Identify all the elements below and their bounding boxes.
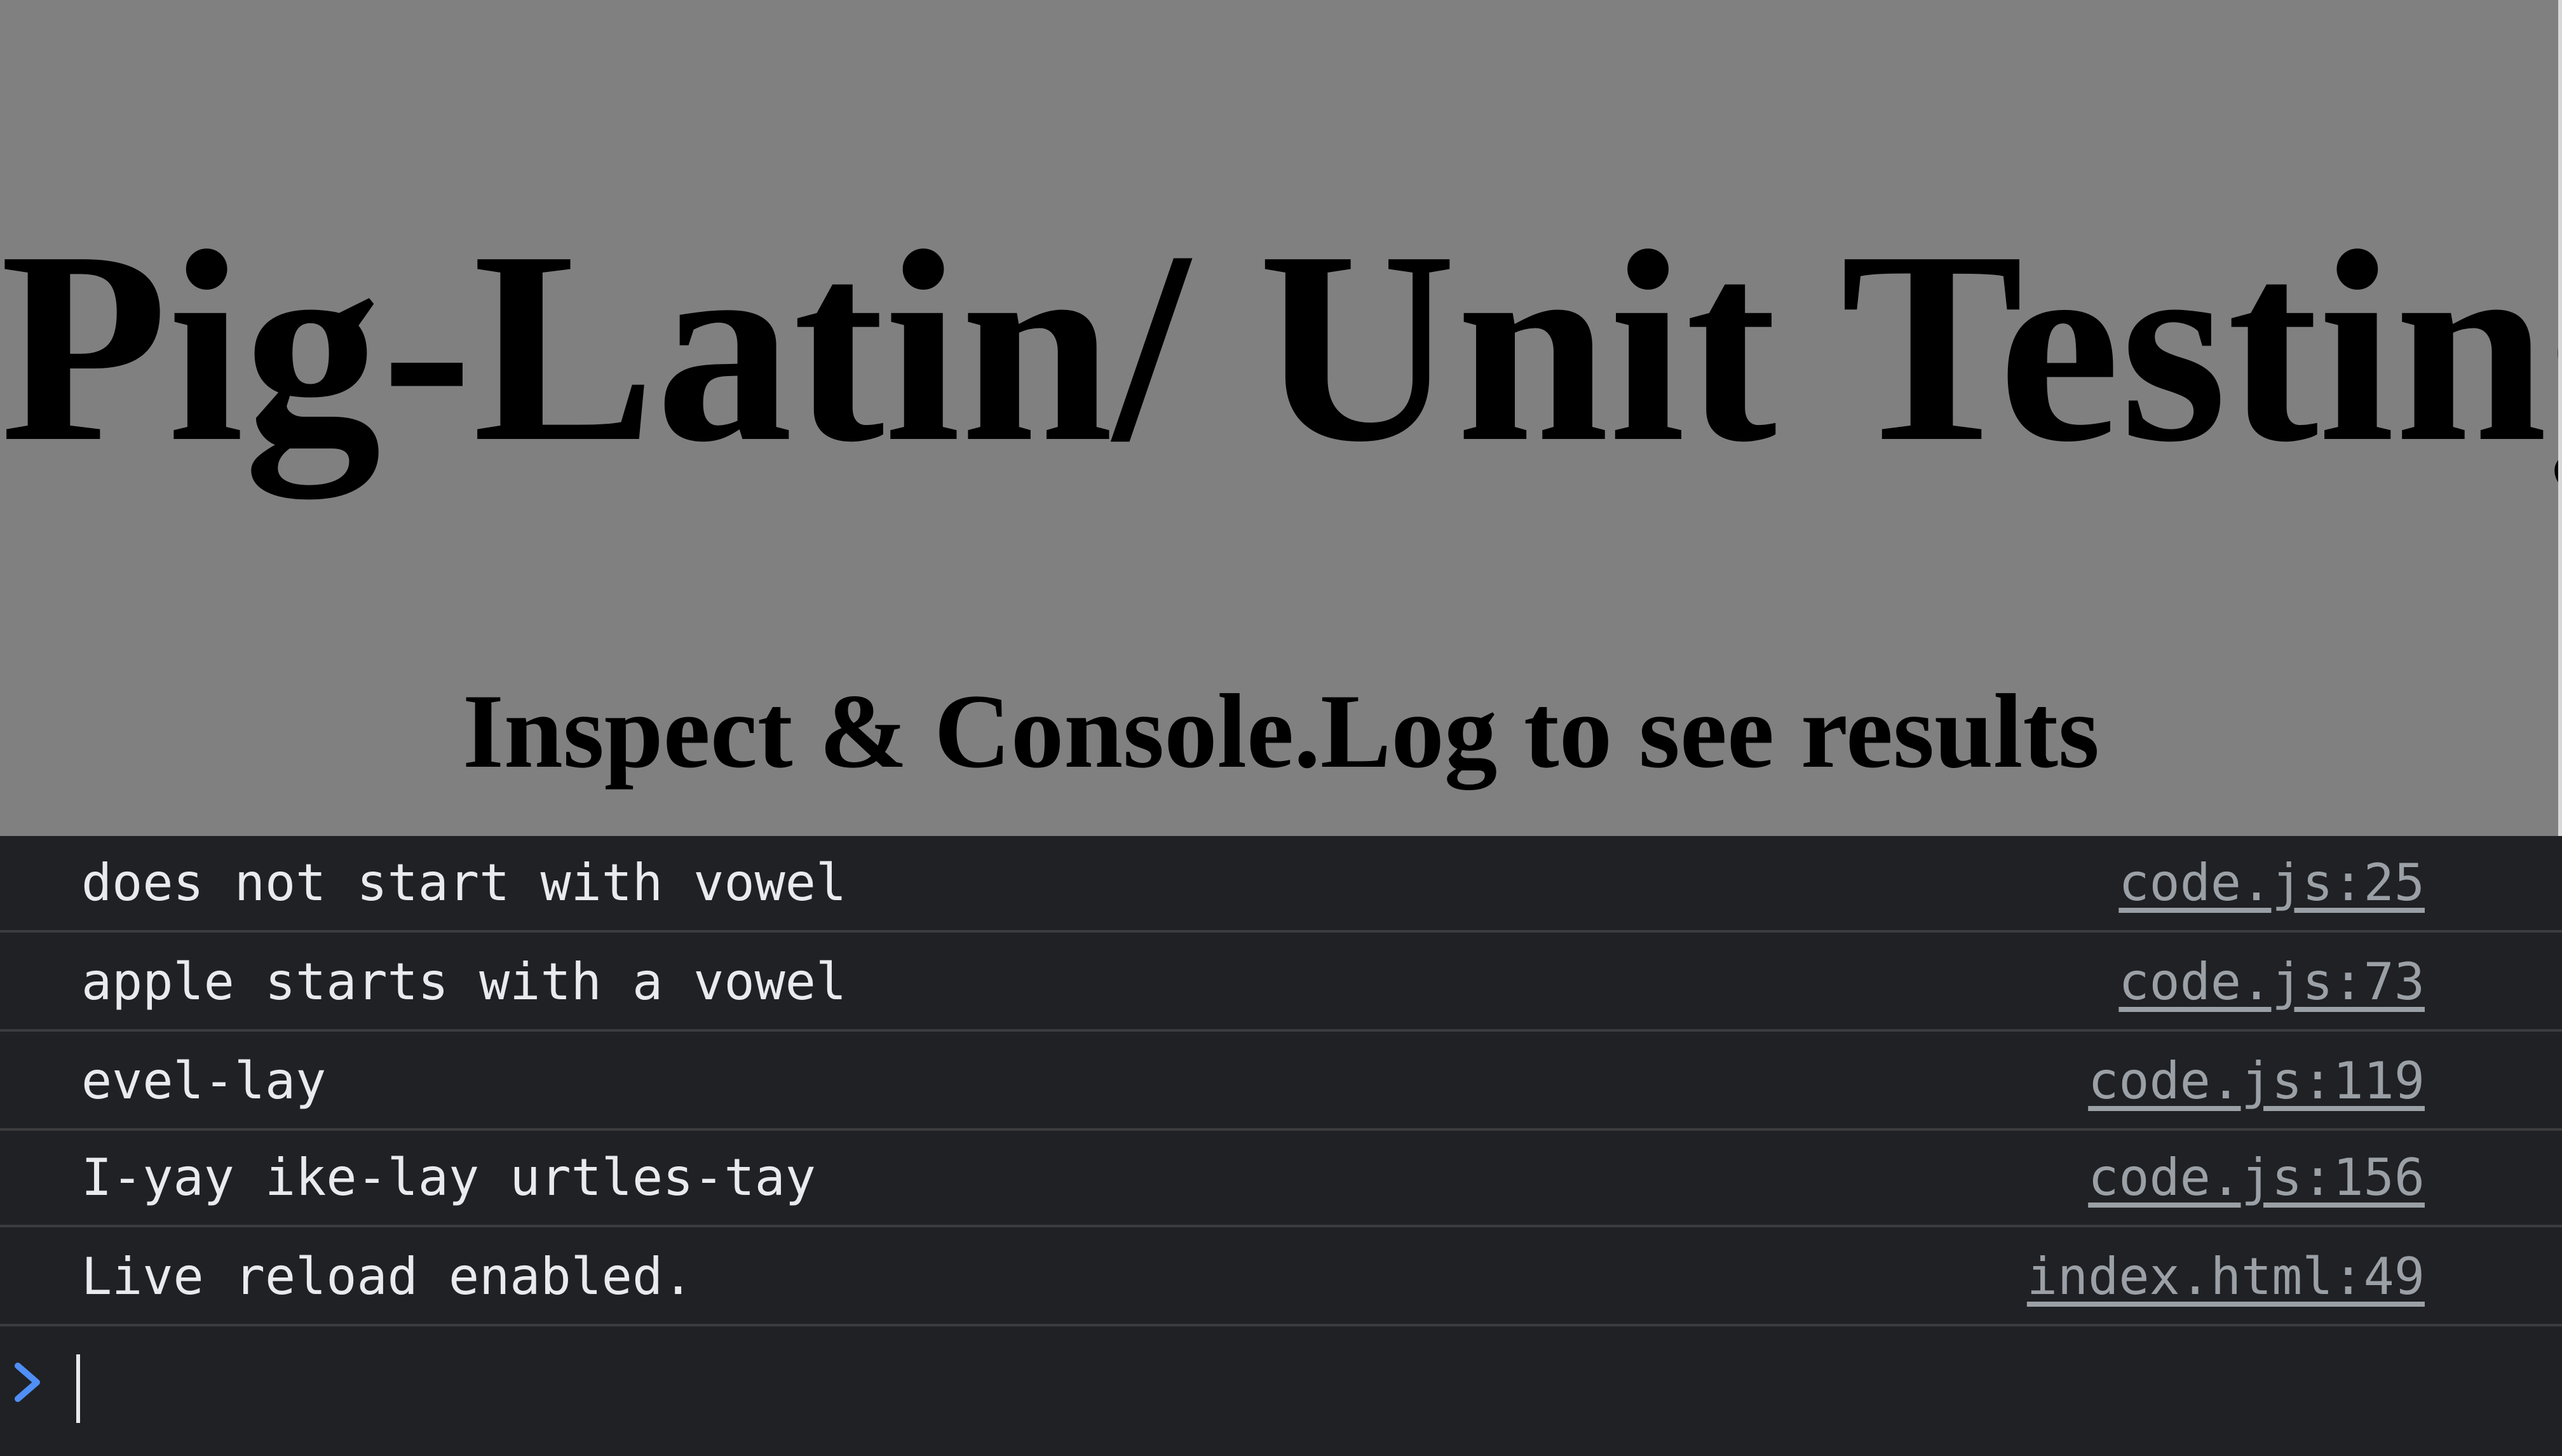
console-source-link[interactable]: code.js:73 (2118, 952, 2425, 1011)
text-caret (76, 1354, 80, 1423)
page-subtitle: Inspect & Console.Log to see results (462, 673, 2100, 790)
console-source-link[interactable]: code.js:25 (2118, 853, 2425, 912)
console-message-row: apple starts with a vowel code.js:73 (0, 935, 2562, 1032)
console-message-row: I-yay ike-lay urtles-tay code.js:156 (0, 1131, 2562, 1227)
console-message-row: does not start with vowel code.js:25 (0, 836, 2562, 933)
console-source-link[interactable]: code.js:119 (2088, 1051, 2425, 1110)
page-title: Pig-Latin/ Unit Testing (0, 195, 2562, 499)
console-message-row: evel-lay code.js:119 (0, 1034, 2562, 1131)
console-message-text: Live reload enabled. (81, 1247, 694, 1306)
console-source-link[interactable]: code.js:156 (2088, 1148, 2425, 1207)
page-viewport: Pig-Latin/ Unit Testing Inspect & Consol… (0, 0, 2562, 836)
console-input[interactable] (0, 1331, 2562, 1452)
console-source-link[interactable]: index.html:49 (2026, 1247, 2425, 1306)
page-scrollbar[interactable] (2558, 0, 2562, 836)
devtools-console: does not start with vowel code.js:25 app… (0, 836, 2562, 1456)
console-message-text: apple starts with a vowel (81, 952, 847, 1011)
chevron-right-icon (15, 1363, 40, 1402)
console-message-text: evel-lay (81, 1051, 327, 1110)
console-message-text: I-yay ike-lay urtles-tay (81, 1148, 816, 1207)
console-message-row: Live reload enabled. index.html:49 (0, 1230, 2562, 1326)
console-message-text: does not start with vowel (81, 853, 847, 912)
